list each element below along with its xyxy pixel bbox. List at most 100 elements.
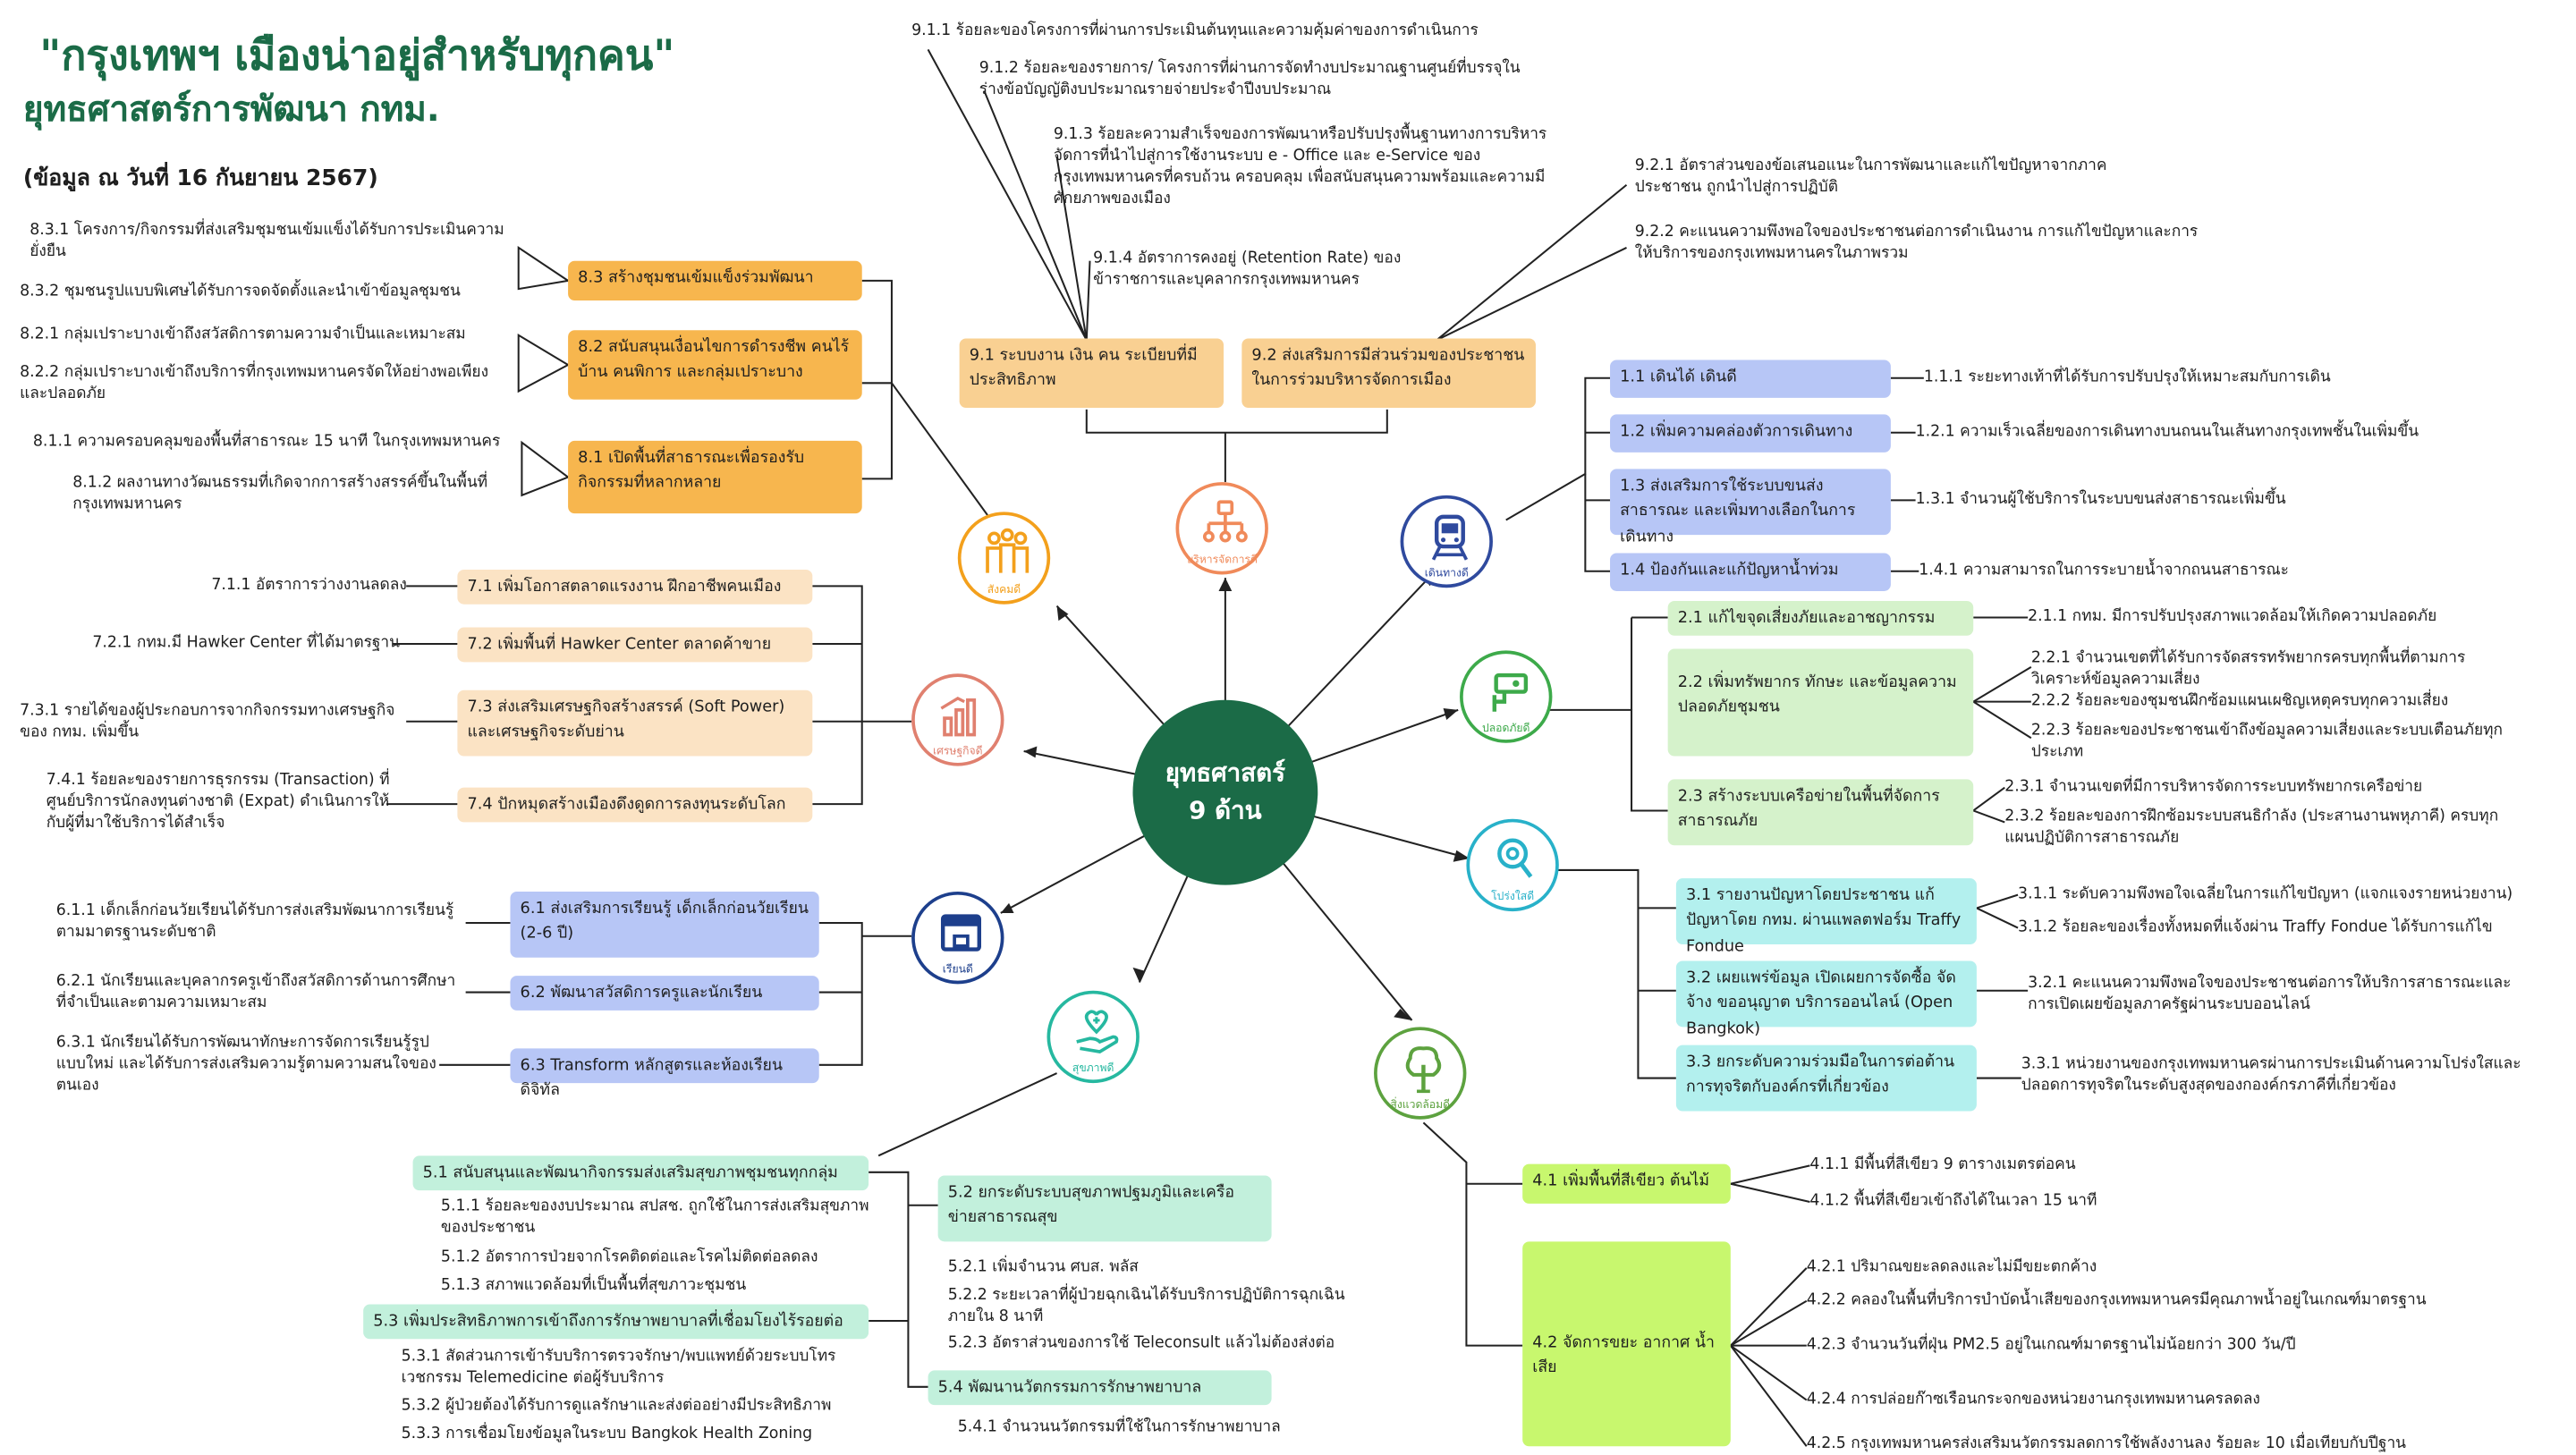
- indicator-7-1-1: 7.1.1 อัตราการว่างงานลดลง: [211, 576, 407, 595]
- indicator-4-2-1: 4.2.1 ปริมาณขยะลดลงและไม่มีขยะตกค้าง: [1806, 1257, 2097, 1277]
- indicator-4-2-5: 4.2.5 กรุงเทพมหานครส่งเสริมนวัตกรรมลดการ…: [1806, 1434, 2407, 1453]
- indicator-8-2-2: 8.2.2 กลุ่มเปราะบางเข้าถึงบริการที่กรุงเ…: [20, 363, 489, 403]
- strategy-5-2: 5.2 ยกระดับระบบสุขภาพปฐมภูมิและเครือข่าย…: [937, 1175, 1272, 1242]
- dimension-7-node: เศรษฐกิจดี: [911, 673, 1004, 766]
- indicator-3-2-1: 3.2.1 คะแนนความพึงพอใจของประชาชนต่อการให…: [2028, 974, 2512, 1014]
- indicator-2-3-1: 2.3.1 จำนวนเขตที่มีการบริหารจัดการระบบทร…: [2004, 777, 2423, 796]
- dimension-4-node: สิ่งแวดล้อมดี: [1374, 1027, 1467, 1120]
- strategy-8-3: 8.3 สร้างชุมชนเข้มแข็งร่วมพัฒนา: [568, 260, 862, 301]
- indicator-8-3-1: 8.3.1 โครงการ/กิจกรรมที่ส่งเสริมชุมชนเข้…: [30, 221, 504, 261]
- dimension-4-name: สิ่งแวดล้อมดี: [1390, 1097, 1451, 1112]
- strategy-5-3: 5.3 เพิ่มประสิทธิภาพการเข้าถึงการรักษาพย…: [363, 1304, 869, 1340]
- strategy-1-2: 1.2 เพิ่มความคล่องตัวการเดินทาง: [1610, 414, 1891, 453]
- dimension-7-name: เศรษฐกิจดี: [932, 744, 983, 758]
- indicator-2-2-1: 2.2.1 จำนวนเขตที่ได้รับการจัดสรรทรัพยากร…: [2030, 648, 2466, 689]
- indicator-2-2-2: 2.2.2 ร้อยละของชุมชนฝึกซ้อมแผนเผชิญเหตุค…: [2030, 691, 2449, 710]
- strategy-1-1: 1.1 เดินได้ เดินดี: [1610, 360, 1891, 398]
- indicator-3-3-1: 3.3.1 หน่วยงานของกรุงเทพมหานครผ่านการประ…: [2021, 1054, 2521, 1095]
- strategy-8-2: 8.2 สนับสนุนเงื่อนไขการดำรงชีพ คนไร้บ้าน…: [568, 330, 862, 400]
- indicator-4-2-3: 4.2.3 จำนวนวันที่ฝุ่น PM2.5 อยู่ในเกณฑ์ม…: [1806, 1335, 2296, 1354]
- dimension-5-name: สุขภาพดี: [1072, 1062, 1114, 1075]
- dimension-9-node: บริหารจัดการดี: [1175, 482, 1268, 575]
- indicator-5-1-3: 5.1.3 สภาพแวดล้อมที่เป็นพื้นที่สุขภาวะชุ…: [440, 1276, 747, 1295]
- strategy-7-3: 7.3 ส่งเสริมเศรษฐกิจสร้างสรรค์ (Soft Pow…: [457, 689, 813, 757]
- cctv-camera-icon: [1492, 673, 1529, 712]
- strategy-9-2: 9.2 ส่งเสริมการมีส่วนร่วมของประชาชนในการ…: [1241, 338, 1536, 409]
- indicator-5-3-3: 5.3.3 การเชื่อมโยงข้อมูลในระบบ Bangkok H…: [401, 1425, 813, 1443]
- data-date: (ข้อมูล ณ วันที่ 16 กันยายน 2567): [22, 165, 378, 192]
- indicator-8-2-1: 8.2.1 กลุ่มเปราะบางเข้าถึงสวัสดิการตามคว…: [20, 325, 466, 344]
- indicator-5-1-2: 5.1.2 อัตราการป่วยจากโรคติดต่อและโรคไม่ต…: [440, 1248, 818, 1267]
- indicator-5-2-3: 5.2.3 อัตราส่วนของการใช้ Teleconsult แล้…: [947, 1333, 1335, 1353]
- indicator-2-3-2: 2.3.2 ร้อยละของการฝึกซ้อมระบบสนธิกำลัง (…: [2004, 807, 2499, 848]
- indicator-5-2-1: 5.2.1 เพิ่มจำนวน ศบส. พลัส: [947, 1257, 1139, 1277]
- strategy-7-1: 7.1 เพิ่มโอกาสตลาดแรงงาน ฝึกอาชีพคนเมือง: [457, 569, 813, 605]
- indicator-6-3-1: 6.3.1 นักเรียนได้รับการพัฒนาทักษะการจัดก…: [55, 1033, 436, 1095]
- center-line-2: 9 ด้าน: [1189, 795, 1262, 826]
- strategy-2-3: 2.3 สร้างระบบเครือข่ายในพื้นที่จัดการสาธ…: [1667, 779, 1974, 846]
- sub-title: ยุทธศาสตร์การพัฒนา กทม.: [22, 89, 440, 130]
- indicator-5-3-2: 5.3.2 ผู้ป่วยต้องได้รับการดูแลรักษาและส่…: [401, 1396, 832, 1416]
- train-icon: [1431, 514, 1469, 561]
- strategy-4-2: 4.2 จัดการขยะ อากาศ น้ำเสีย: [1522, 1241, 1731, 1447]
- dimension-1-node: เดินทางดี: [1400, 495, 1493, 588]
- strategy-2-2: 2.2 เพิ่มทรัพยากร ทักษะ และข้อมูลความปลอ…: [1667, 648, 1974, 757]
- indicator-3-1-2: 3.1.2 ร้อยละของเรื่องทั้งหมดที่แจ้งผ่าน …: [2018, 918, 2493, 936]
- indicator-7-3-1: 7.3.1 รายได้ของผู้ประกอบการจากกิจกรรมทาง…: [20, 701, 395, 742]
- indicator-9-1-3: 9.1.3 ร้อยละความสำเร็จของการพัฒนาหรือปรั…: [1053, 125, 1547, 209]
- indicator-9-1-4: 9.1.4 อัตราการคงอยู่ (Retention Rate) ขอ…: [1093, 249, 1402, 290]
- strategy-7-4: 7.4 ปักหมุดสร้างเมืองดึงดูดการลงทุนระดับ…: [457, 787, 813, 823]
- dimension-2-node: ปลอดภัยดี: [1460, 650, 1553, 743]
- dimension-9-name: บริหารจัดการดี: [1186, 553, 1258, 567]
- indicator-1-2-1: 1.2.1 ความเร็วเฉลี่ยของการเดินทางบนถนนใน…: [1915, 422, 2419, 441]
- tree-icon: [1405, 1046, 1442, 1094]
- strategy-6-3: 6.3 Transform หลักสูตรและห้องเรียนดิจิทั…: [510, 1048, 819, 1100]
- indicator-5-4-1: 5.4.1 จำนวนนวัตกรรมที่ใช้ในการรักษาพยาบา…: [957, 1417, 1281, 1437]
- strategy-6-1: 6.1 ส่งเสริมการเรียนรู้ เด็กเล็กก่อนวัยเ…: [510, 891, 819, 958]
- health-hand-icon: [1076, 1010, 1119, 1053]
- indicator-4-2-2: 4.2.2 คลองในพื้นที่บริการบำบัดน้ำเสียของ…: [1806, 1290, 2427, 1310]
- indicator-6-1-1: 6.1.1 เด็กเล็กก่อนวัยเรียนได้รับการส่งเส…: [55, 901, 454, 942]
- growth-chart-icon: [940, 697, 977, 737]
- strategy-1-3: 1.3 ส่งเสริมการใช้ระบบขนส่งสาธารณะ และเพ…: [1610, 469, 1891, 546]
- dimension-8-node: สังคมดี: [957, 512, 1051, 605]
- indicator-9-1-1: 9.1.1 ร้อยละของโครงการที่ผ่านการประเมินต…: [911, 21, 1479, 40]
- indicator-9-2-1: 9.2.1 อัตราส่วนของข้อเสนอแนะในการพัฒนาแล…: [1634, 156, 2107, 197]
- school-icon: [940, 914, 982, 952]
- community-people-icon: [986, 528, 1030, 573]
- indicator-5-1-1: 5.1.1 ร้อยละของงบประมาณ สปสช. ถูกใช้ในกา…: [440, 1197, 869, 1238]
- indicator-9-1-2: 9.1.2 ร้อยละของรายการ/ โครงการที่ผ่านการ…: [979, 59, 1521, 100]
- strategy-6-2: 6.2 พัฒนาสวัสดิการครูและนักเรียน: [510, 976, 819, 1011]
- indicator-4-1-2: 4.1.2 พื้นที่สีเขียวเข้าถึงได้ในเวลา 15 …: [1809, 1191, 2097, 1211]
- indicator-8-1-2: 8.1.2 ผลงานทางวัฒนธรรมที่เกิดจากการสร้าง…: [72, 473, 488, 514]
- indicator-3-1-1: 3.1.1 ระดับความพึงพอใจเฉลี่ยในการแก้ไขปั…: [2018, 884, 2513, 903]
- indicator-6-2-1: 6.2.1 นักเรียนและบุคลากรครูเข้าถึงสวัสดิ…: [55, 972, 456, 1013]
- org-structure-icon: [1202, 500, 1248, 543]
- dimension-1-name: เดินทางดี: [1424, 566, 1469, 580]
- indicator-1-1-1: 1.1.1 ระยะทางเท้าที่ได้รับการปรับปรุงให้…: [1923, 368, 2331, 387]
- dimension-6-node: เรียนดี: [911, 891, 1004, 985]
- strategy-8-1: 8.1 เปิดพื้นที่สาธารณะเพื่อรองรับกิจกรรม…: [568, 440, 862, 514]
- dimension-5-node: สุขภาพดี: [1046, 990, 1140, 1084]
- strategy-4-1: 4.1 เพิ่มพื้นที่สีเขียว ต้นไม้: [1522, 1163, 1731, 1204]
- strategy-1-4: 1.4 ป้องกันและแก้ปัญหาน้ำท่วม: [1610, 553, 1891, 591]
- indicator-7-4-1: 7.4.1 ร้อยละของรายการธุรกรรม (Transactio…: [46, 771, 390, 833]
- strategy-3-2: 3.2 เผยแพร่ข้อมูล เปิดเผยการจัดซื้อ จัดจ…: [1675, 960, 1977, 1038]
- strategy-5-4: 5.4 พัฒนานวัตกรรมการรักษาพยาบาล: [928, 1370, 1272, 1406]
- indicator-7-2-1: 7.2.1 กทม.มี Hawker Center ที่ได้มาตรฐาน: [92, 633, 400, 653]
- indicator-8-3-2: 8.3.2 ชุมชนรูปแบบพิเศษได้รับการจดจัดตั้ง…: [20, 282, 461, 301]
- center-node: ยุทธศาสตร์ 9 ด้าน: [1132, 699, 1318, 885]
- center-line-1: ยุทธศาสตร์: [1165, 757, 1286, 788]
- indicator-8-1-1: 8.1.1 ความครอบคลุมของพื้นที่สาธารณะ 15 น…: [32, 432, 501, 452]
- strategy-3-3: 3.3 ยกระดับความร่วมมือในการต่อต้านการทุจ…: [1675, 1045, 1977, 1112]
- indicator-2-2-3: 2.2.3 ร้อยละของประชาชนเข้าถึงข้อมูลความเ…: [2030, 721, 2504, 762]
- indicator-2-1-1: 2.1.1 กทม. มีการปรับปรุงสภาพแวดล้อมให้เก…: [2028, 607, 2437, 626]
- strategy-5-1: 5.1 สนับสนุนและพัฒนากิจกรรมส่งเสริมสุขภา…: [412, 1155, 869, 1191]
- transparency-search-icon: [1497, 838, 1533, 878]
- strategy-7-2: 7.2 เพิ่มพื้นที่ Hawker Center ตลาดค้าขา…: [457, 627, 813, 663]
- dimension-2-name: ปลอดภัยดี: [1481, 721, 1530, 735]
- strategy-9-1: 9.1 ระบบงาน เงิน คน ระเบียบที่มีประสิทธิ…: [959, 338, 1224, 409]
- strategy-2-1: 2.1 แก้ไขจุดเสี่ยงภัยและอาชญากรรม: [1667, 601, 1974, 636]
- indicator-5-2-2: 5.2.2 ระยะเวลาที่ผู้ป่วยฉุกเฉินได้รับบริ…: [947, 1286, 1345, 1326]
